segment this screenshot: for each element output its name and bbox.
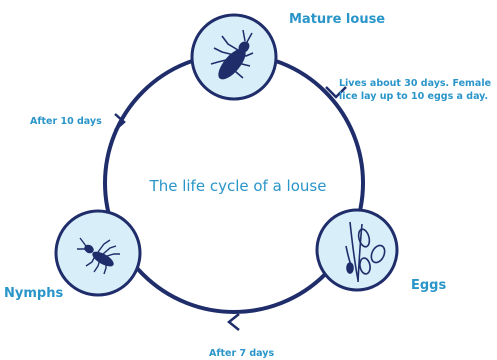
note-mature-line-2: lice lay up to 10 eggs a day.: [339, 91, 488, 102]
stage-mature-label: Mature louse: [289, 12, 385, 27]
note-after-eggs: After 7 days: [209, 348, 274, 359]
arrow-to-nymphs: [229, 314, 239, 330]
note-after-nymphs: After 10 days: [30, 116, 102, 127]
stage-eggs: Eggs: [317, 210, 446, 293]
stage-nymphs: Nymphs: [4, 211, 140, 301]
note-mature-line-1: Lives about 30 days. Female: [339, 78, 491, 89]
stage-nymphs-label: Nymphs: [4, 286, 63, 301]
diagram-title: The life cycle of a louse: [149, 177, 327, 195]
stage-eggs-label: Eggs: [411, 278, 446, 293]
